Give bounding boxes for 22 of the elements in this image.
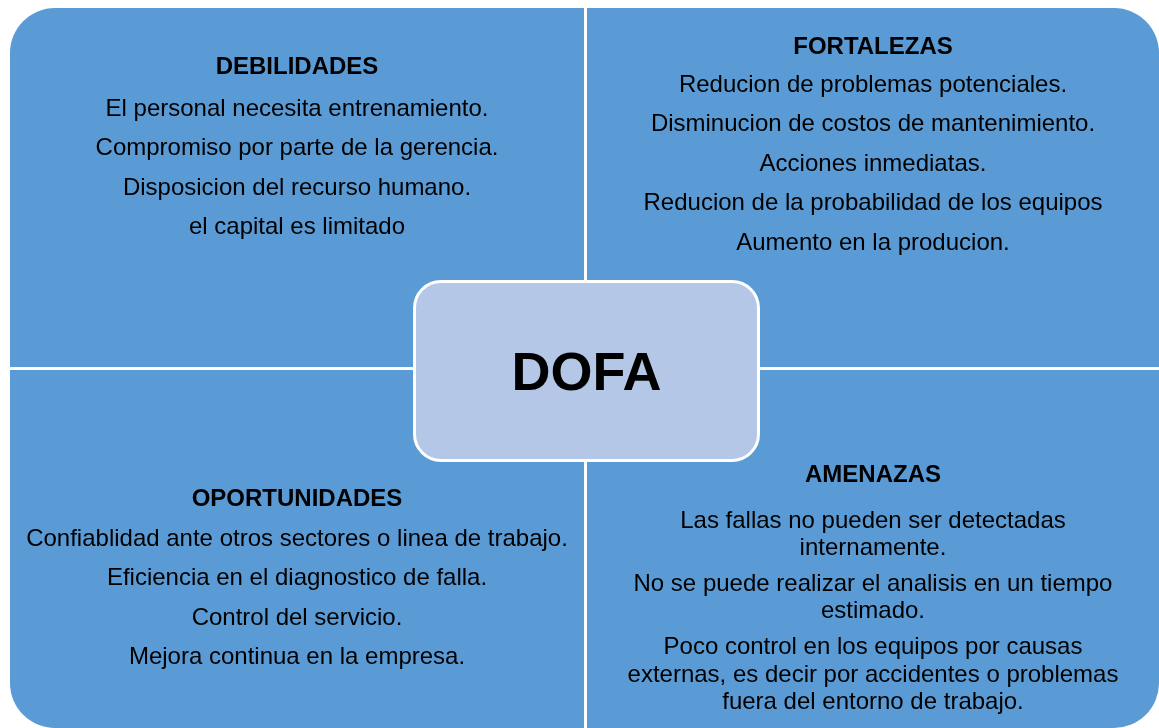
item-text: El personal necesita entrenamiento. <box>105 93 489 122</box>
item-text: Reducion de problemas potenciales. <box>678 69 1068 98</box>
heading-text: AMENAZAS <box>805 460 941 488</box>
item-text: Control del servicio. <box>191 602 403 631</box>
item-text: Las fallas no pueden ser detectadas internamente. <box>679 505 1067 561</box>
item-text: Eficiencia en el diagnostico de falla. <box>106 563 488 591</box>
item-text: Disminucion de costos de mantenimiento. <box>650 109 1096 137</box>
item-text: Mejora continua en la empresa. <box>128 642 466 670</box>
heading-text: DEBILIDADES <box>215 52 379 80</box>
heading-text: FORTALEZAS <box>793 32 953 60</box>
item-text: Reducion de la probabilidad de los equipos <box>643 188 1103 216</box>
item-text: No se puede realizar el analisis en un tiempo estimado. <box>632 568 1114 624</box>
item-text: Aumento en la producion. <box>736 227 1010 256</box>
item-text: el capital es limitado <box>188 212 406 240</box>
item-text: Acciones inmediatas. <box>759 148 987 177</box>
center-box <box>413 280 760 462</box>
item-text: Disposicion del recurso humano. <box>122 172 472 201</box>
heading-text: OPORTUNIDADES <box>191 484 403 512</box>
title-text: DOFA <box>511 340 662 402</box>
item-text: Compromiso por parte de la gerencia. <box>95 133 499 161</box>
item-text: Poco control en los equipos por causas externas, es decir por accidentes o problemas fuera del entorno de trabajo. <box>626 631 1120 715</box>
item-text: Confiablidad ante otros sectores o linea de trabajo. <box>26 523 568 552</box>
